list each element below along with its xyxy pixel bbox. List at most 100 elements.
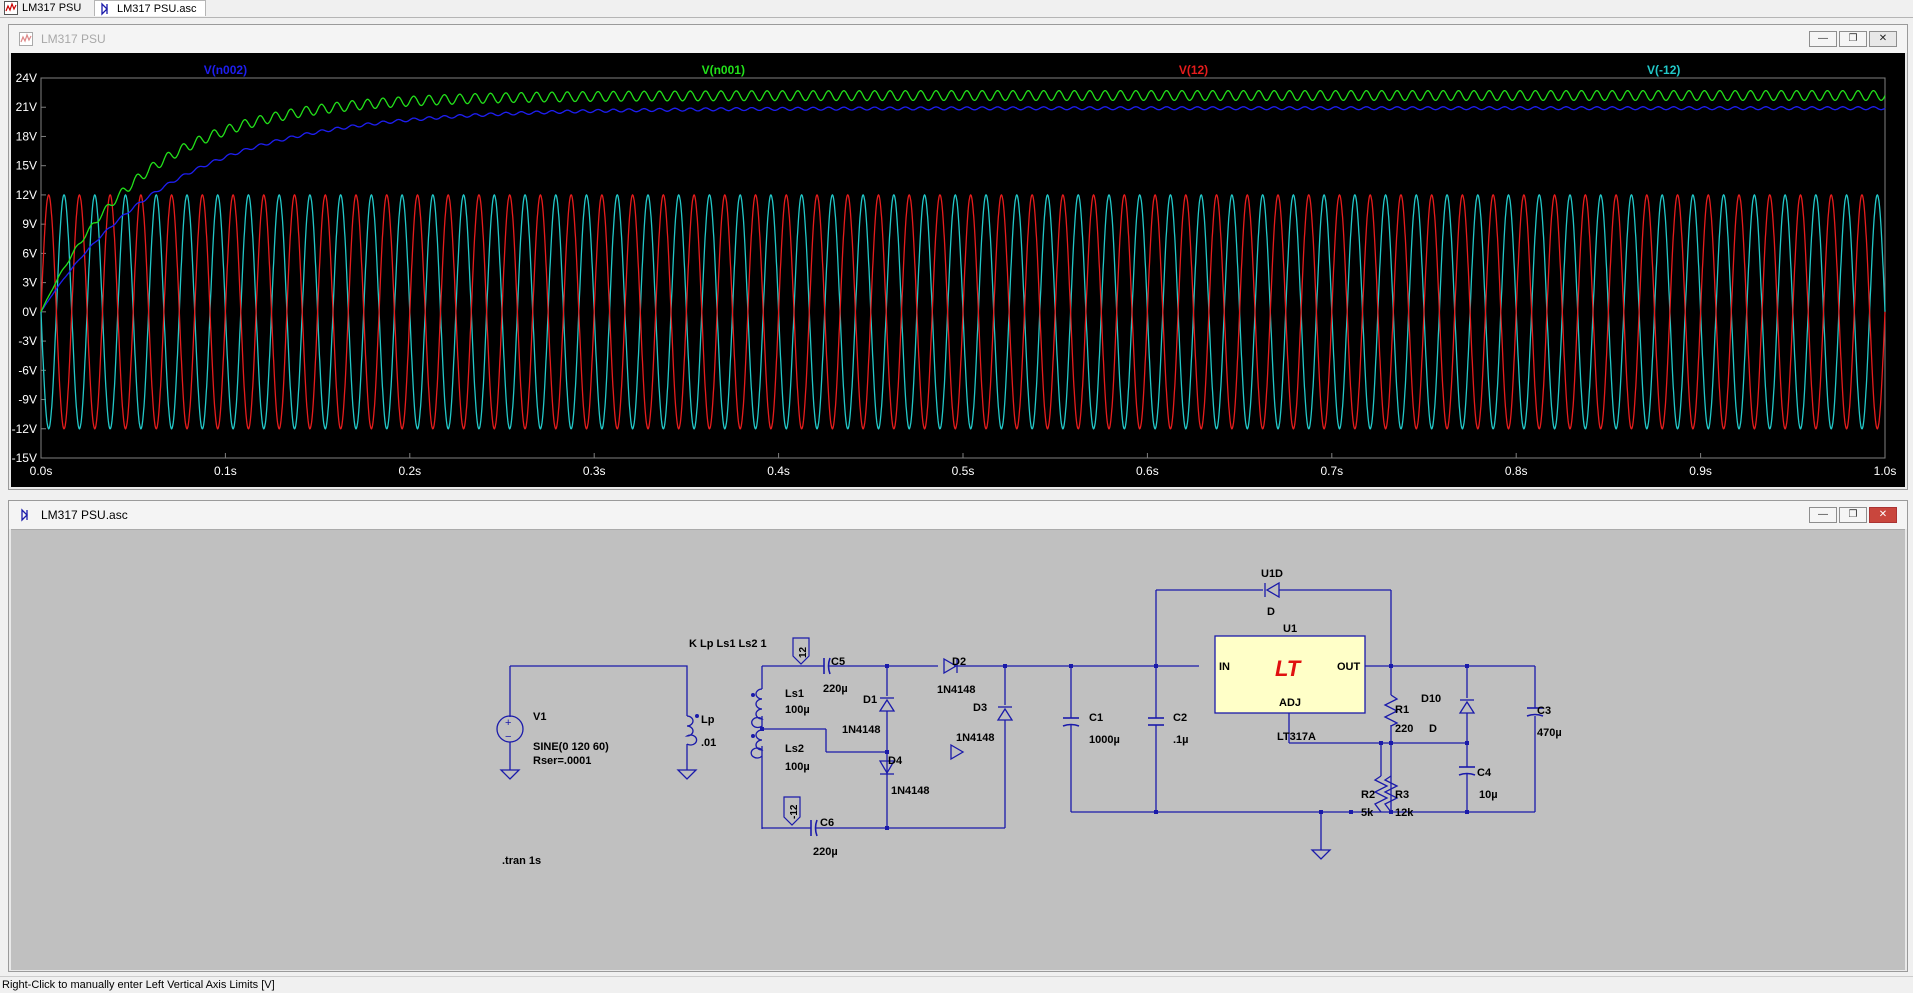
trace-vn002[interactable] [40,106,1886,313]
restore-button[interactable]: ❐ [1839,31,1867,47]
d2-value: 1N4148 [937,684,976,696]
d4-ref: D4 [888,755,903,767]
r1-value: 220 [1395,723,1413,735]
lt-logo: LT [1275,656,1302,681]
r2-value: 5k [1361,807,1374,819]
x-tick-label: 0.6s [1136,464,1159,478]
c3-value: 470µ [1537,727,1562,739]
net-12-label: 12 [798,646,809,658]
u1-pin-adj: ADJ [1279,697,1301,709]
schematic-window: LM317 PSU.asc — ❐ ✕ [8,500,1908,972]
legend-v-12[interactable]: V(-12) [1647,63,1680,77]
v1-value: SINE(0 120 60) [533,741,609,753]
close-button[interactable]: ✕ [1869,31,1897,47]
x-tick-label: 0.5s [952,464,975,478]
ground-symbols [499,769,1332,860]
c3-ref: C3 [1537,705,1551,717]
legend-vn001[interactable]: V(n001) [702,63,745,77]
status-text: Right-Click to manually enter Left Verti… [2,979,275,991]
x-tick-label: 0.4s [767,464,790,478]
c5-ref: C5 [831,656,845,668]
y-tick-label: 3V [22,276,37,290]
diodes[interactable] [878,581,1476,775]
r2-ref: R2 [1361,789,1375,801]
tab-schematic-label: LM317 PSU.asc [117,3,197,15]
net-flag-12[interactable]: 12 [792,637,810,665]
c6-value: 220µ [813,846,838,858]
capacitors[interactable] [810,657,1544,837]
x-tick-label: 0.9s [1689,464,1712,478]
junction-dots [760,664,1469,830]
x-tick-label: 0.8s [1505,464,1528,478]
v1-rser: Rser=.0001 [533,755,591,767]
x-tick-label: 0.0s [30,464,53,478]
net-flag-minus-12[interactable]: -12 [783,796,801,826]
y-tick-label: 0V [22,305,37,319]
tab-schematic[interactable]: LM317 PSU.asc [94,0,206,16]
d10-value: D [1429,723,1437,735]
y-tick-label: 24V [16,71,37,85]
r3-value: 12k [1395,807,1414,819]
component-labels: K Lp Ls1 Ls2 1 .tran 1s V1 SINE(0 120 60… [502,568,1562,867]
schematic-window-title: LM317 PSU.asc [41,508,128,522]
legend-vn002[interactable]: V(n002) [204,63,247,77]
y-tick-label: -6V [18,363,37,377]
d3-ref: D3 [973,702,987,714]
svg-text:+: + [505,717,511,729]
d10-ref: D10 [1421,693,1441,705]
tab-waveform-label: LM317 PSU [22,2,82,14]
u1-pin-in: IN [1219,661,1230,673]
x-tick-label: 0.7s [1320,464,1343,478]
trace-v12[interactable] [40,193,1886,430]
lp-value: .01 [701,737,716,749]
minimize-button[interactable]: — [1809,507,1837,523]
c2-ref: C2 [1173,712,1187,724]
u1-value: LT317A [1277,731,1316,743]
schematic-canvas[interactable]: + − 12 [11,529,1905,970]
y-tick-label: -12V [12,422,37,436]
coupling-dots [695,693,755,738]
waveform-plot-svg: 24V21V18V15V12V9V6V3V0V-3V-6V-9V-12V-15V… [12,63,1897,478]
waveform-icon [4,1,18,15]
x-tick-label: 1.0s [1874,464,1897,478]
schematic-window-titlebar[interactable]: LM317 PSU.asc — ❐ ✕ [9,501,1907,529]
tran-directive[interactable]: .tran 1s [502,855,541,867]
legend-v12[interactable]: V(12) [1179,63,1208,77]
u1-ref: U1 [1283,623,1297,635]
tab-waveform[interactable]: LM317 PSU [0,0,92,16]
resistors[interactable] [1373,694,1399,813]
u1-pin-out: OUT [1337,661,1361,673]
y-tick-label: 12V [16,188,37,202]
c1-ref: C1 [1089,712,1103,724]
u1d-value: D [1267,606,1275,618]
v1-source[interactable]: + − [496,715,524,743]
waveform-window-titlebar[interactable]: LM317 PSU — ❐ ✕ [9,25,1907,53]
d2-ref: D2 [952,656,966,668]
trace-vn001[interactable] [40,90,1886,313]
minimize-button[interactable]: — [1809,31,1837,47]
u1-regulator[interactable]: LT IN OUT ADJ [1214,635,1366,714]
restore-button[interactable]: ❐ [1839,507,1867,523]
d1-value: 1N4148 [842,724,881,736]
status-bar: Right-Click to manually enter Left Verti… [0,976,1913,992]
c4-value: 10µ [1479,789,1498,801]
svg-text:−: − [505,731,511,743]
lp-ref: Lp [701,714,715,726]
schematic-window-icon [21,508,28,522]
d1-ref: D1 [863,694,877,706]
net-minus-12-label: -12 [789,804,800,819]
y-tick-label: -9V [18,393,37,407]
k-directive[interactable]: K Lp Ls1 Ls2 1 [689,638,767,650]
waveform-window-title: LM317 PSU [41,32,106,46]
document-tab-bar: LM317 PSU LM317 PSU.asc [0,0,1913,18]
inductors[interactable] [684,688,764,759]
u1d-ref: U1D [1261,568,1283,580]
y-tick-label: 18V [16,129,37,143]
schematic-icon [101,2,108,16]
close-button[interactable]: ✕ [1869,507,1897,523]
x-tick-label: 0.2s [398,464,421,478]
d3-value: 1N4148 [956,732,995,744]
y-tick-label: 9V [22,217,37,231]
